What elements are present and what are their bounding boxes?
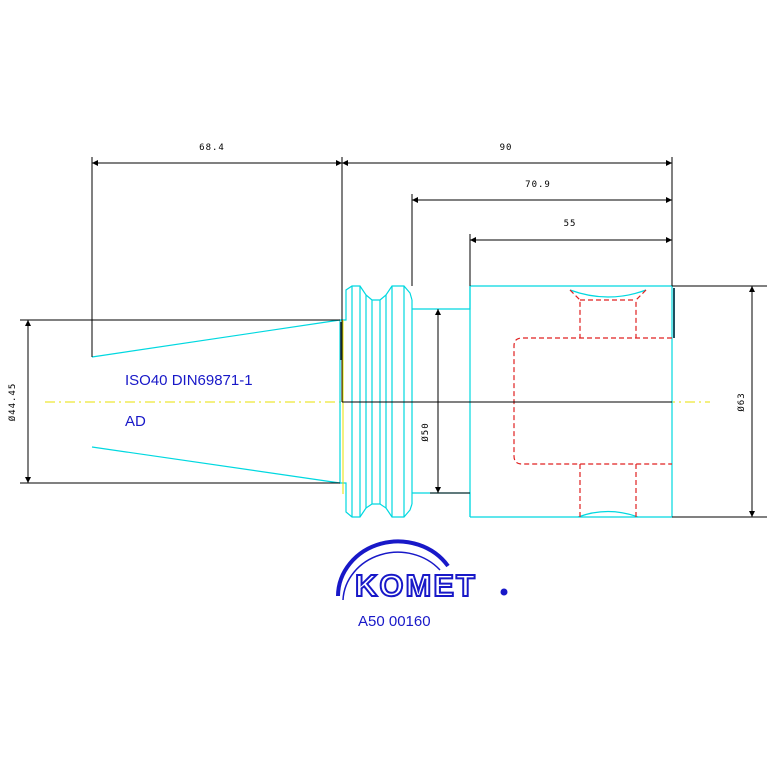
komet-logo: KOMET A50 00160	[336, 539, 508, 630]
dim-70-9: 70.9	[525, 180, 551, 190]
dim-90: 90	[500, 143, 513, 153]
variant-label: AD	[125, 413, 146, 430]
hidden-lines	[513, 289, 672, 517]
dim-55: 55	[564, 219, 577, 229]
dim-dia-50: Ø50	[420, 422, 431, 441]
edge-accents	[340, 288, 675, 360]
dimension-lines	[20, 157, 767, 518]
dim-dia-63: Ø63	[736, 392, 747, 411]
registered-mark	[500, 588, 508, 596]
spec-label: ISO40 DIN69871-1	[125, 372, 253, 389]
logo-arc	[336, 539, 450, 597]
logo-brand: KOMET	[355, 568, 477, 603]
part-number: A50 00160	[358, 613, 431, 630]
dim-68-4: 68.4	[199, 143, 225, 153]
dim-dia-44-45: Ø44.45	[7, 383, 18, 422]
